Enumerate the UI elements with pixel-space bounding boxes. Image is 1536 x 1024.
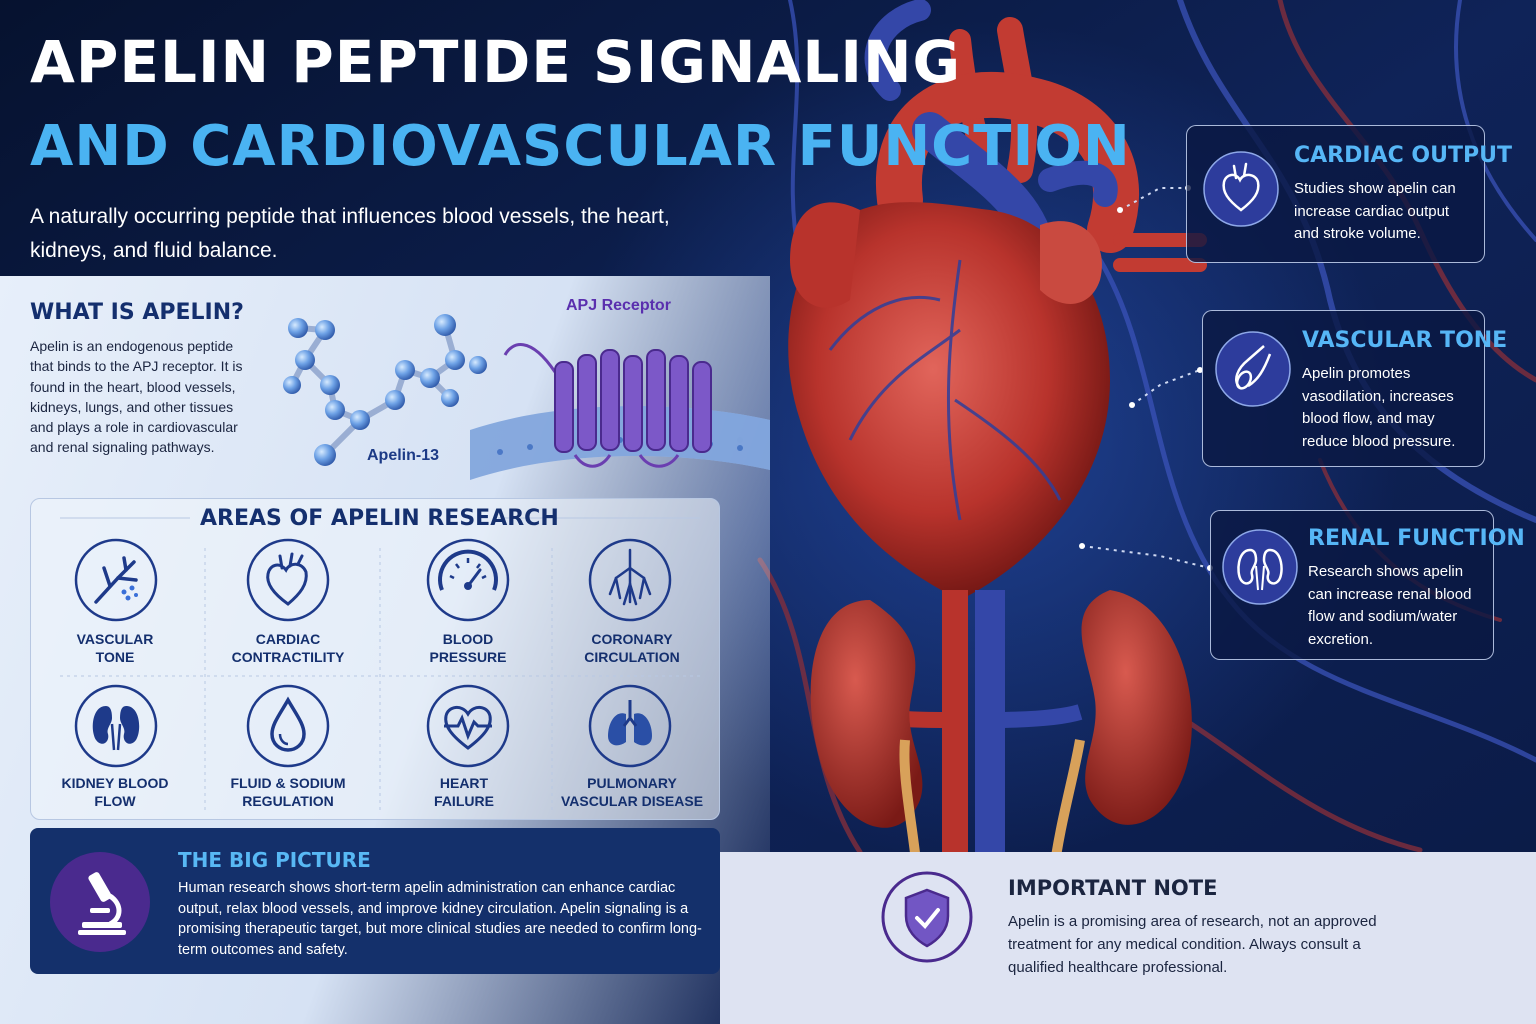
callout-body-renal-function: Research shows apelin can increase renal… xyxy=(1308,563,1472,648)
molecule-label: Apelin-13 xyxy=(367,447,440,464)
title-line-1: APELIN PEPTIDE SIGNALING xyxy=(30,28,962,96)
what-is-heading: WHAT IS APELIN? xyxy=(30,300,244,325)
important-note-heading: IMPORTANT NOTE xyxy=(1008,876,1218,900)
callout-body-vascular-tone: Apelin promotes vasodilation, increases … xyxy=(1302,365,1456,450)
subtitle: A naturally occurring peptide that influ… xyxy=(30,205,670,262)
areas-heading: AREAS OF APELIN RESEARCH xyxy=(200,506,559,531)
important-note-body: Apelin is a promising area of research, … xyxy=(1008,913,1377,976)
gauge-icon xyxy=(426,538,510,622)
callout-heading-vascular-tone: VASCULAR TONE xyxy=(1302,328,1508,353)
vessel-branch-icon xyxy=(74,538,158,622)
important-note-area xyxy=(720,852,1536,1024)
heart-icon xyxy=(1203,151,1279,227)
droplet-icon xyxy=(246,684,330,768)
lungs-icon xyxy=(588,684,672,768)
callout-heading-cardiac-output: CARDIAC OUTPUT xyxy=(1294,143,1512,168)
vessel-icon xyxy=(1215,331,1291,407)
coronary-tree-icon xyxy=(588,538,672,622)
kidneys-icon xyxy=(1222,529,1298,605)
title-line-2: AND CARDIOVASCULAR FUNCTION xyxy=(30,114,1131,179)
callout-body-cardiac-output: Studies show apelin can increase cardiac… xyxy=(1294,180,1456,242)
shield-check-icon xyxy=(881,871,973,963)
what-is-body: Apelin is an endogenous peptide that bin… xyxy=(30,338,243,456)
kidneys-icon xyxy=(74,684,158,768)
heart-pulse-icon xyxy=(426,684,510,768)
microscope-icon xyxy=(50,852,150,952)
heart-icon xyxy=(246,538,330,622)
callout-heading-renal-function: RENAL FUNCTION xyxy=(1308,526,1525,551)
big-picture-body: Human research shows short-term apelin a… xyxy=(178,880,702,959)
big-picture-heading: THE BIG PICTURE xyxy=(178,848,371,872)
receptor-label: APJ Receptor xyxy=(566,297,671,314)
